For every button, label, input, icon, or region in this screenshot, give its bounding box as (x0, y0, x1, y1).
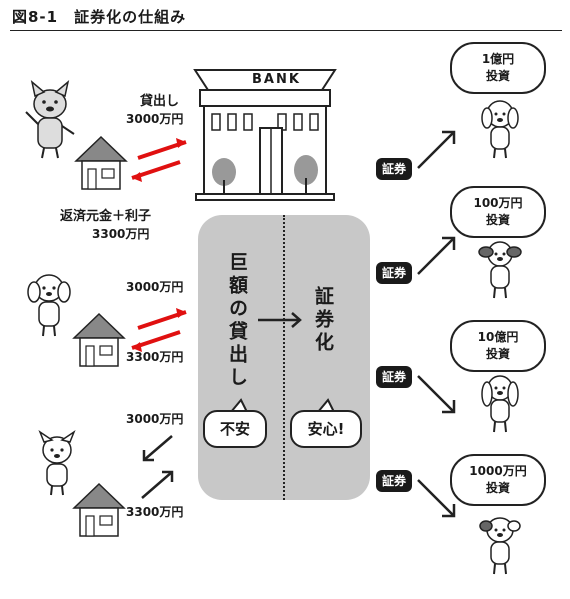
investor-amount-1: 1億円 (481, 52, 515, 66)
up-arrow-2-icon (417, 236, 456, 275)
investor-bubble-4: 1000万円 投資 (450, 454, 546, 506)
loan-amount-3: 3000万円 (126, 412, 184, 426)
security-tag-2: 証券 (376, 262, 412, 284)
securitize-arrow-icon (258, 312, 302, 328)
bank-sign: BANK (252, 72, 301, 87)
investor-amount-4: 1000万円 (469, 464, 527, 478)
investor-bubble-3: 10億円 投資 (450, 320, 546, 372)
loan-label: 貸出し (140, 94, 180, 109)
black-exchange-arrows-icon (141, 435, 174, 499)
down-arrow-4-icon (417, 479, 456, 518)
panel-divider (283, 215, 285, 500)
security-tag-1: 証券 (376, 158, 412, 180)
down-arrow-3-icon (417, 375, 456, 414)
loan-amount-1: 3000万円 (126, 112, 184, 126)
house-1-icon (74, 135, 128, 190)
dog-borrower-1-icon (25, 80, 75, 159)
investor-bubble-2: 100万円 投資 (450, 186, 546, 238)
house-3-icon (72, 482, 126, 537)
bank-building-icon (193, 69, 337, 201)
house-2-icon (72, 312, 126, 367)
figure-title: 図8-1 証券化の仕組み (12, 8, 187, 26)
curly-dog-borrower-icon (27, 274, 71, 337)
security-tag-3: 証券 (376, 366, 412, 388)
up-arrow-1-icon (417, 130, 456, 169)
investor-dog-3-icon (481, 375, 519, 433)
repay-label: 返済元金＋利子 (60, 209, 152, 224)
investor-amount-3: 10億円 (477, 330, 519, 344)
investor-action-3: 投資 (485, 347, 510, 361)
investor-bubble-1: 1億円 投資 (450, 42, 546, 94)
investor-dog-1-icon (481, 100, 519, 159)
repay-amount-1: 3300万円 (92, 227, 150, 241)
investor-action-1: 投資 (485, 69, 510, 83)
security-tag-4: 証券 (376, 470, 412, 492)
investor-dog-2-icon (478, 241, 522, 299)
worry-bubble: 不安 (203, 410, 267, 448)
investor-action-4: 投資 (485, 481, 510, 495)
investor-dog-4-icon (479, 517, 521, 575)
repay-amount-3: 3300万円 (126, 505, 184, 519)
repay-amount-2: 3300万円 (126, 350, 184, 364)
securitize-text: 証券化 (312, 286, 334, 355)
red-exchange-arrows-1-icon (131, 138, 187, 182)
investor-amount-2: 100万円 (473, 196, 523, 210)
relief-bubble: 安心! (290, 410, 362, 448)
loan-amount-2: 3000万円 (126, 280, 184, 294)
investor-action-2: 投資 (485, 213, 510, 227)
red-exchange-arrows-2-icon (131, 308, 187, 352)
title-rule (10, 30, 562, 31)
huge-loan-text: 巨額の貸出し (226, 252, 248, 390)
small-dog-borrower-icon (38, 430, 76, 496)
